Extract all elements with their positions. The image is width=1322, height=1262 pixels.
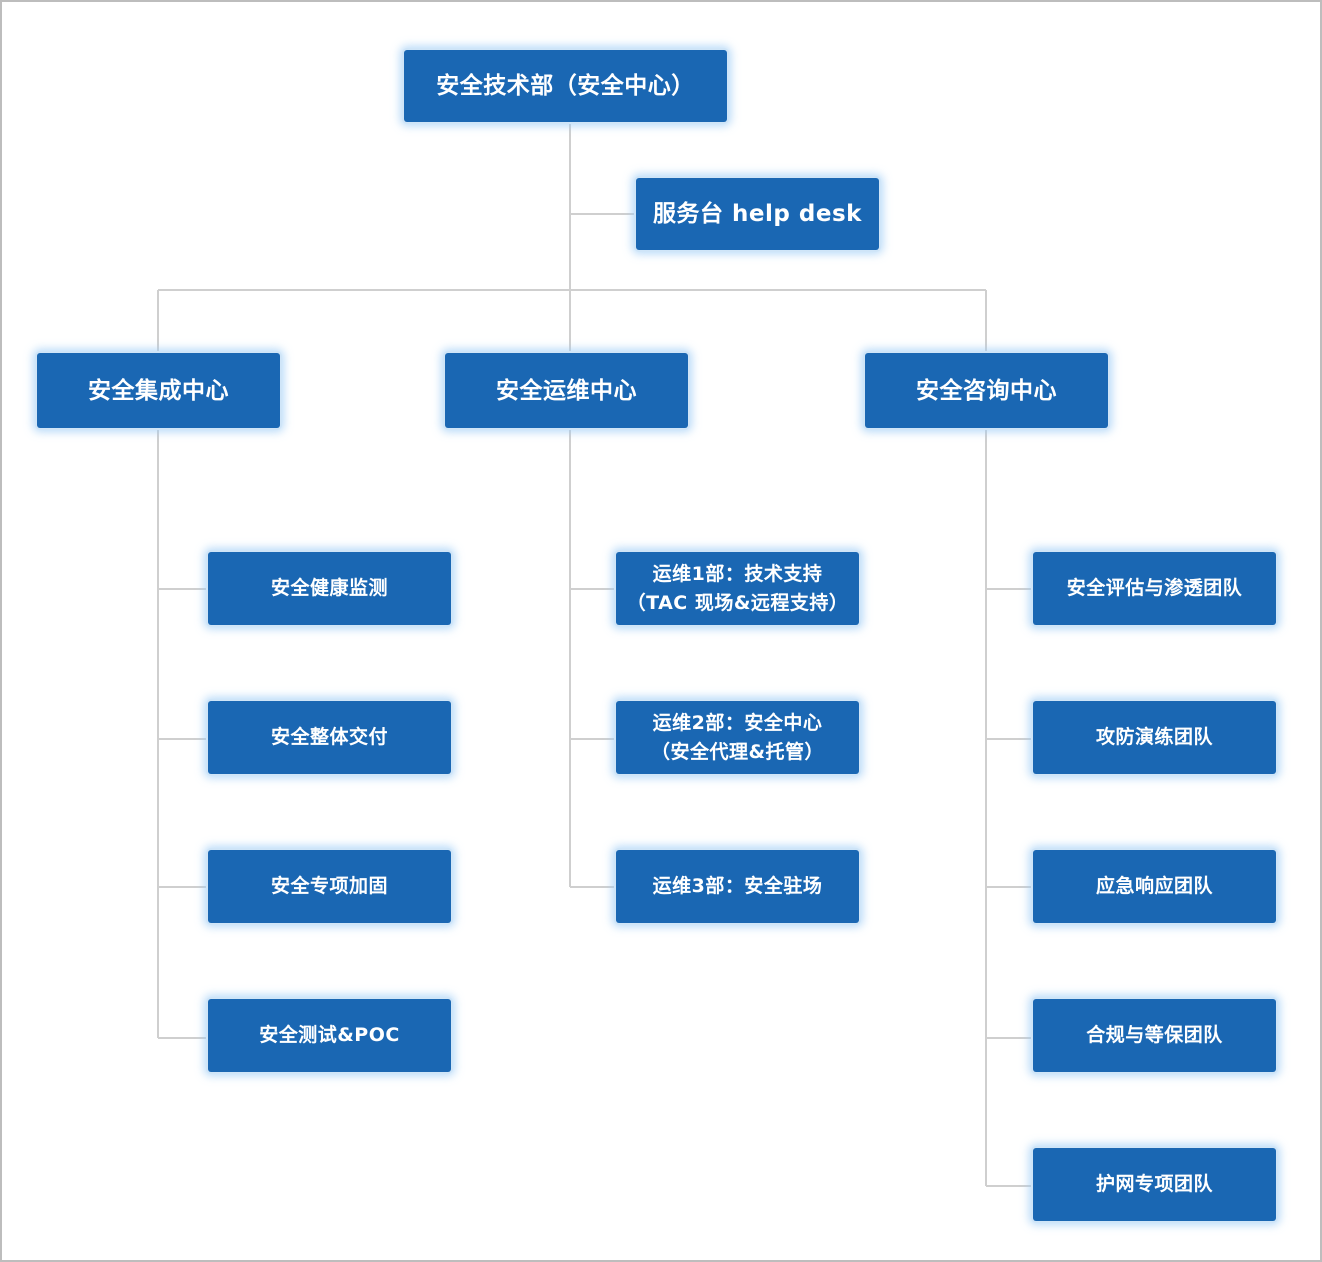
- team-label-line1: 运维1部：技术支持: [652, 562, 823, 585]
- team-node: 运维2部：安全中心 （安全代理&托管）: [616, 701, 859, 774]
- team-label: 安全测试&POC: [259, 1024, 400, 1046]
- team-label: 攻防演练团队: [1095, 726, 1213, 748]
- team-label-line1: 运维2部：安全中心: [652, 711, 823, 734]
- center-consulting-node: 安全咨询中心: [865, 353, 1108, 428]
- team-node: 安全整体交付: [208, 701, 451, 774]
- service-desk-label: 服务台 help desk: [653, 201, 862, 227]
- team-node: 安全专项加固: [208, 850, 451, 923]
- team-label: 护网专项团队: [1095, 1173, 1213, 1195]
- team-node: 安全健康监测: [208, 552, 451, 625]
- center-integration-node: 安全集成中心: [37, 353, 280, 428]
- team-label: 安全整体交付: [270, 726, 388, 748]
- team-label: 安全专项加固: [270, 875, 388, 897]
- team-node: 安全评估与渗透团队: [1033, 552, 1276, 625]
- center-operations-label: 安全运维中心: [496, 377, 637, 404]
- team-node: 运维3部：安全驻场: [616, 850, 859, 923]
- center-integration-label: 安全集成中心: [88, 377, 229, 404]
- team-label: 合规与等保团队: [1086, 1024, 1223, 1046]
- root-node-label: 安全技术部（安全中心）: [436, 73, 695, 99]
- team-node: 运维1部：技术支持 （TAC 现场&远程支持）: [616, 552, 859, 625]
- team-label-line2: （安全代理&托管）: [650, 740, 825, 763]
- team-node: 合规与等保团队: [1033, 999, 1276, 1072]
- root-node: 安全技术部（安全中心）: [404, 50, 727, 122]
- center-consulting-label: 安全咨询中心: [916, 377, 1057, 404]
- team-node: 护网专项团队: [1033, 1148, 1276, 1221]
- center-operations-node: 安全运维中心: [445, 353, 688, 428]
- service-desk-node: 服务台 help desk: [636, 178, 879, 250]
- team-label: 应急响应团队: [1095, 875, 1213, 897]
- team-label-line2: （TAC 现场&远程支持）: [626, 591, 849, 614]
- team-label: 安全健康监测: [270, 577, 388, 599]
- team-node: 攻防演练团队: [1033, 701, 1276, 774]
- team-label: 安全评估与渗透团队: [1066, 577, 1243, 599]
- team-node: 安全测试&POC: [208, 999, 451, 1072]
- team-node: 应急响应团队: [1033, 850, 1276, 923]
- team-label: 运维3部：安全驻场: [652, 875, 823, 897]
